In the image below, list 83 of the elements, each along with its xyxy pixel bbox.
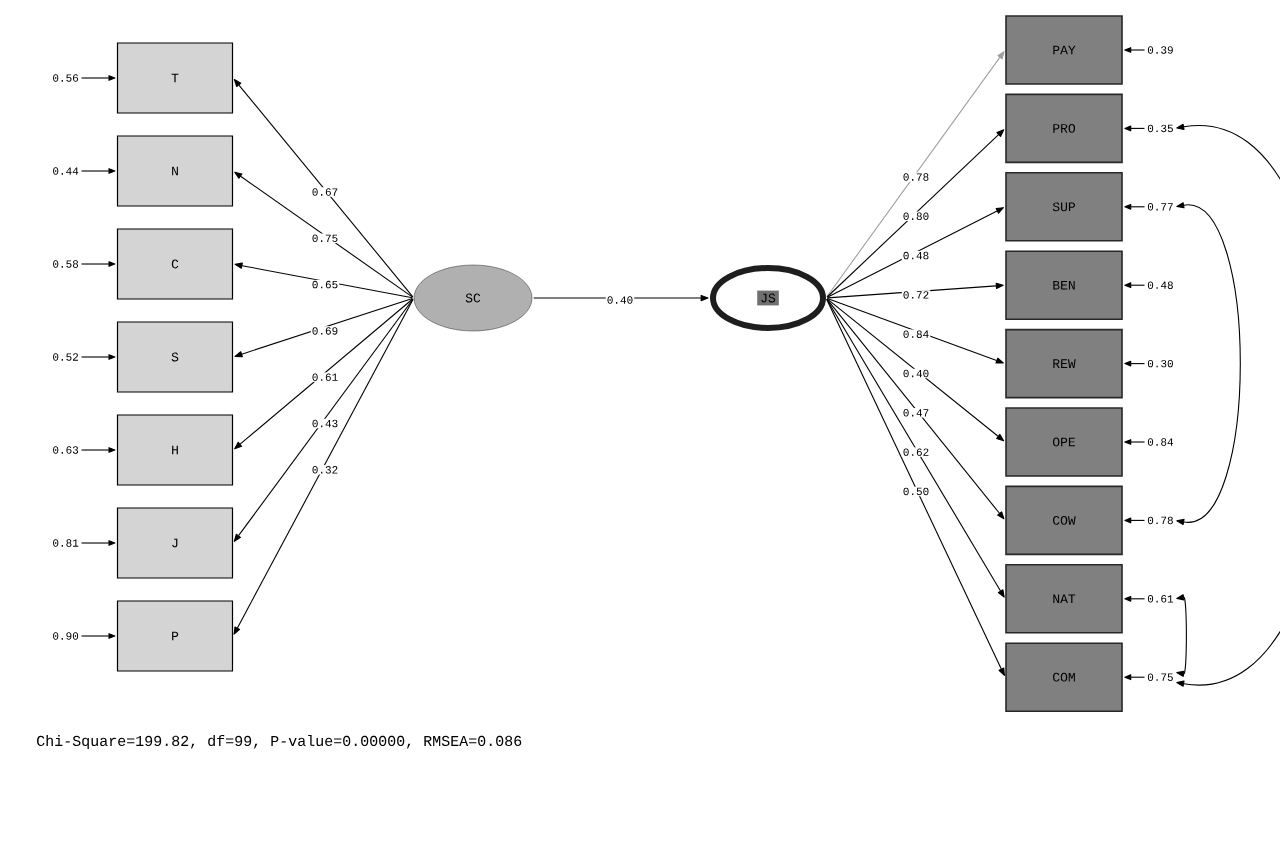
error-value: 0.39	[1147, 46, 1173, 54]
path-arrow	[826, 207, 1004, 298]
path-arrow	[826, 129, 1005, 298]
edge-label: 0.75	[310, 233, 340, 244]
path-arrow	[826, 298, 1005, 442]
error-value: 0.77	[1147, 203, 1173, 211]
path-arrow	[233, 79, 414, 298]
error-arrow	[1124, 439, 1146, 445]
path-arrow	[826, 297, 1004, 364]
error-value: 0.75	[1147, 673, 1173, 681]
error-value: 0.84	[1147, 438, 1174, 446]
path-arrow	[233, 298, 414, 635]
edge-label: 0.32	[310, 465, 340, 475]
error-value: 0.81	[53, 539, 79, 547]
variable-box: REW	[1005, 328, 1123, 399]
error-arrow	[80, 540, 116, 546]
path-arrow	[234, 297, 413, 358]
error-arrow	[1124, 282, 1146, 289]
edge-label: 0.67	[310, 187, 340, 197]
error-arrow	[80, 354, 116, 360]
error-value: 0.90	[53, 632, 79, 640]
error-value: 0.44	[53, 167, 79, 175]
error-value: 0.48	[1147, 281, 1173, 289]
path-arrow	[234, 171, 414, 298]
path-arrow	[826, 298, 1005, 676]
error-arrow	[1124, 595, 1146, 602]
fit-statistics: Chi-Square=199.82, df=99, P-value=0.00000, RMSEA=0.086	[37, 735, 522, 749]
variable-box: SUP	[1005, 172, 1123, 242]
error-value: 0.30	[1147, 359, 1173, 368]
path-arrow	[234, 262, 413, 299]
variable-box: T	[116, 42, 234, 114]
edge-label: 0.50	[901, 486, 931, 497]
error-value: 0.63	[53, 446, 79, 454]
edge-label: 0.40	[605, 295, 635, 305]
variable-box: S	[116, 321, 234, 393]
error-arrow	[1124, 674, 1146, 681]
error-arrow	[80, 261, 116, 267]
edge-label: 0.84	[901, 329, 931, 339]
variable-box: P	[116, 600, 234, 672]
edge-label: 0.80	[901, 211, 931, 222]
error-arrow	[1124, 47, 1146, 53]
variable-box: OPE	[1005, 407, 1123, 477]
edge-label: 0.65	[310, 279, 340, 290]
error-arrow	[1124, 203, 1146, 210]
error-arrow	[1124, 517, 1146, 524]
correlation-arrow	[1176, 594, 1187, 677]
variable-box: COW	[1005, 485, 1123, 556]
error-arrow	[80, 168, 116, 174]
variable-box: BEN	[1005, 250, 1123, 320]
edge-label: 0.62	[901, 447, 931, 457]
variable-box: J	[116, 507, 234, 579]
path-arrow	[826, 298, 1005, 520]
variable-box: H	[116, 414, 234, 486]
correlation-arrow	[1176, 202, 1241, 526]
error-value: 0.35	[1147, 124, 1173, 133]
edge-label: 0.48	[901, 250, 931, 261]
edge-label: 0.43	[310, 418, 340, 429]
error-value: 0.52	[53, 353, 78, 361]
edge-label: 0.40	[901, 368, 931, 379]
error-arrow	[80, 447, 116, 453]
edge-label: 0.69	[310, 326, 340, 336]
error-value: 0.58	[53, 260, 79, 268]
path-arrow	[234, 298, 414, 450]
error-arrow	[80, 633, 116, 639]
path-arrow	[826, 51, 1005, 298]
error-value: 0.78	[1147, 516, 1173, 525]
variable-box: C	[116, 228, 234, 300]
variable-box: N	[116, 135, 234, 207]
variable-box: PAY	[1005, 15, 1123, 85]
edge-label: 0.61	[310, 372, 340, 382]
edge-label: 0.72	[901, 290, 931, 300]
error-value: 0.56	[53, 74, 79, 82]
error-value: 0.61	[1147, 595, 1174, 603]
path-arrow	[233, 298, 414, 542]
edge-label: 0.47	[901, 408, 931, 418]
error-arrow	[80, 75, 116, 81]
variable-box: COM	[1005, 642, 1123, 712]
variable-box: PRO	[1005, 93, 1123, 164]
edge-label: 0.78	[901, 172, 931, 182]
error-arrow	[1124, 360, 1146, 367]
error-arrow	[1124, 125, 1146, 132]
path-arrow	[826, 298, 1005, 598]
variable-box: NAT	[1005, 564, 1123, 634]
